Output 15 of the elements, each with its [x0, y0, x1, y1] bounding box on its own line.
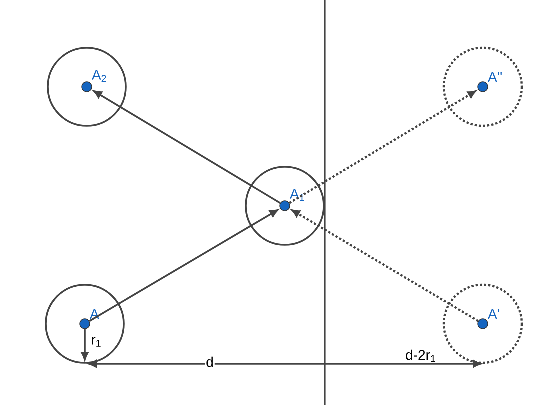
radius-label: r$_{1}$ — [92, 337, 101, 347]
point: A' — [478, 309, 500, 330]
arrow — [94, 90, 281, 204]
dimension-label: d — [205, 356, 215, 368]
arrow — [89, 210, 278, 322]
node-label: A' — [488, 309, 500, 320]
dimension-label: d-2r$_{1}$ — [404, 348, 438, 364]
point: A$_{2}$ — [82, 70, 106, 92]
point: A — [80, 309, 100, 330]
node-label: A — [90, 309, 100, 320]
arrow — [292, 210, 479, 322]
node-label: A$_{2}$ — [92, 70, 106, 82]
point: A'' — [478, 72, 502, 92]
arrow — [289, 90, 476, 204]
node-label: A'' — [488, 72, 502, 82]
